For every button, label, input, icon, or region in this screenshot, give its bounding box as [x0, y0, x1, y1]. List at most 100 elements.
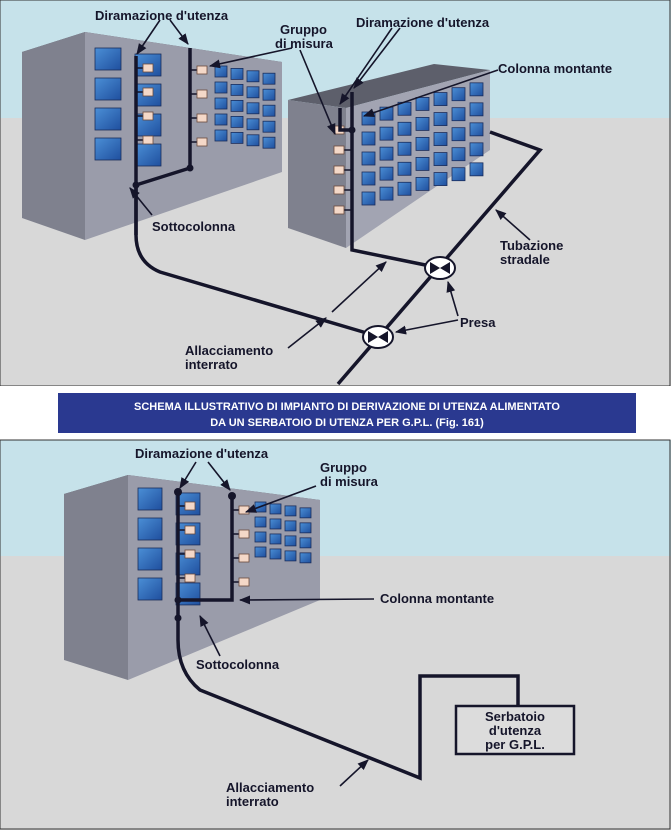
window	[284, 505, 297, 517]
window	[361, 171, 376, 186]
top-right-building	[288, 64, 490, 248]
bottom-label-allacciamento-1: Allacciamento	[226, 780, 314, 795]
window	[415, 137, 430, 151]
window	[214, 97, 228, 110]
window	[137, 577, 163, 601]
top-label-tubazione-2: stradale	[500, 252, 550, 267]
top-pointers	[129, 19, 531, 349]
bottom-label-diramazione: Diramazione d'utenza	[135, 446, 269, 461]
bottom-label-serbatoio-3: per G.P.L.	[485, 737, 545, 752]
window	[94, 107, 122, 131]
gas-meter	[238, 577, 250, 587]
top-valve-upper	[424, 256, 456, 280]
window	[299, 507, 312, 519]
bottom-label-sottocolonna: Sottocolonna	[196, 657, 280, 672]
top-panel: Diramazione d'utenza Gruppo di misura Di…	[0, 0, 671, 387]
window	[262, 72, 276, 85]
top-label-allacciamento-2: interrato	[185, 357, 238, 372]
top-label-allacciamento-1: Allacciamento	[185, 343, 273, 358]
gas-meter	[184, 525, 196, 535]
gas-meter	[196, 89, 208, 99]
window	[433, 92, 448, 106]
window	[246, 86, 260, 99]
window	[379, 186, 394, 201]
window	[269, 533, 282, 545]
caption-banner: SCHEMA ILLUSTRATIVO DI IMPIANTO DI DERIV…	[0, 386, 671, 438]
window	[379, 106, 394, 121]
window	[433, 132, 448, 146]
window	[230, 84, 244, 96]
window	[230, 100, 244, 112]
window	[262, 120, 276, 133]
window	[214, 81, 228, 94]
bottom-panel: Serbatoio d'utenza per G.P.L. Diramazion…	[0, 439, 671, 830]
window	[397, 161, 412, 176]
window	[451, 147, 466, 162]
window	[451, 107, 466, 122]
gas-meter	[142, 111, 154, 121]
window	[361, 191, 376, 206]
top-label-colonna-montante: Colonna montante	[498, 61, 612, 76]
window	[299, 552, 312, 564]
window	[137, 517, 163, 541]
window	[299, 537, 312, 549]
window	[451, 167, 466, 182]
window	[469, 162, 484, 177]
bottom-pointers	[179, 461, 375, 787]
gas-meter	[333, 165, 345, 175]
bottom-label-serbatoio-1: Serbatoio	[485, 709, 545, 724]
window	[254, 546, 267, 558]
window	[269, 503, 282, 515]
window	[134, 143, 162, 167]
window	[269, 518, 282, 530]
window	[469, 142, 484, 157]
window	[397, 121, 412, 136]
window	[284, 535, 297, 547]
window	[361, 131, 376, 146]
top-label-gruppo-2: di misura	[275, 36, 334, 51]
top-label-presa: Presa	[460, 315, 496, 330]
window	[269, 548, 282, 560]
gas-meter	[142, 135, 154, 145]
window	[469, 122, 484, 137]
top-label-gruppo-1: Gruppo	[280, 22, 327, 37]
window	[246, 102, 260, 115]
window	[254, 531, 267, 543]
window	[299, 522, 312, 534]
window	[246, 118, 260, 131]
top-label-sottocolonna: Sottocolonna	[152, 219, 236, 234]
window	[254, 516, 267, 528]
window	[433, 112, 448, 126]
window	[469, 82, 484, 97]
window	[415, 97, 430, 111]
window	[214, 113, 228, 126]
bottom-label-serbatoio-2: d'utenza	[489, 723, 542, 738]
gas-meter	[333, 205, 345, 215]
top-label-diramazione-right: Diramazione d'utenza	[356, 15, 490, 30]
window	[214, 129, 228, 142]
window	[451, 127, 466, 142]
gas-meter	[142, 63, 154, 73]
bottom-building	[64, 475, 320, 680]
bottom-label-allacciamento-2: interrato	[226, 794, 279, 809]
window	[469, 102, 484, 117]
window	[397, 141, 412, 156]
window	[284, 520, 297, 532]
window	[361, 151, 376, 166]
window	[94, 47, 122, 71]
window	[214, 65, 228, 78]
top-label-tubazione-1: Tubazione	[500, 238, 563, 253]
window	[451, 87, 466, 102]
gas-meter	[333, 185, 345, 195]
window	[94, 77, 122, 101]
window	[415, 117, 430, 131]
window	[379, 126, 394, 141]
window	[137, 547, 163, 571]
window	[379, 146, 394, 161]
window	[284, 550, 297, 562]
bottom-label-colonna-montante: Colonna montante	[380, 591, 494, 606]
banner-line-2: DA UN SERBATOIO DI UTENZA PER G.P.L. (Fi…	[210, 417, 484, 429]
window	[379, 166, 394, 181]
